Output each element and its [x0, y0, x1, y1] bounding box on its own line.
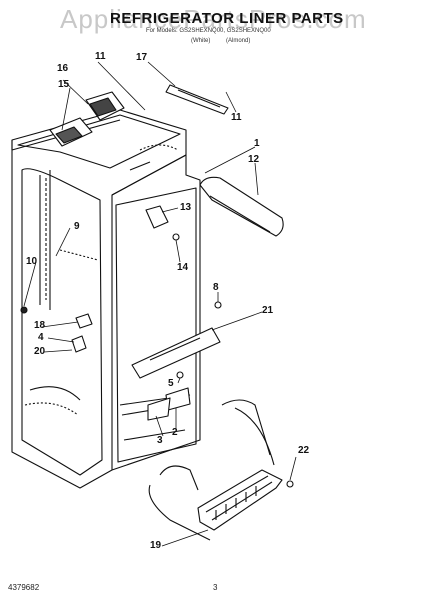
watermark: AppliancePartsPros.com	[60, 4, 367, 34]
top-rail	[165, 84, 229, 115]
callout-21: 21	[262, 305, 274, 316]
screw-8	[214, 301, 222, 309]
crisper-cover	[199, 176, 284, 237]
shelf-bracket	[145, 205, 169, 229]
callout-22: 22	[298, 445, 310, 456]
callout-11-right: 11	[231, 112, 242, 123]
callout-16: 16	[57, 63, 69, 74]
liner-cabinet	[11, 109, 187, 489]
liner-front-edge	[115, 187, 197, 463]
clip	[176, 371, 184, 379]
callout-18: 18	[34, 320, 46, 331]
callout-13: 13	[180, 202, 192, 213]
callout-20: 20	[34, 346, 46, 357]
variant-white: (White)	[191, 38, 211, 44]
screw-10	[20, 306, 28, 314]
page-number: 3	[213, 583, 218, 592]
callout-5: 5	[168, 378, 174, 389]
callout-12: 12	[248, 154, 260, 165]
screw-22	[286, 480, 294, 488]
callout-4: 4	[38, 332, 44, 343]
diagram-title: REFRIGERATOR LINER PARTS	[110, 10, 344, 27]
model-subtitle: For Models: GS2SHEXNQ00, GS2SHEXNQ00	[146, 28, 271, 34]
variant-almond: (Almond)	[226, 38, 251, 44]
callout-1: 1	[254, 138, 260, 149]
drawer-rail	[159, 399, 271, 491]
air-deflector	[131, 327, 221, 379]
drawer-pan	[197, 469, 283, 531]
callout-2: 2	[172, 427, 178, 438]
color-variants: (White) (Almond)	[191, 38, 264, 44]
screw-14	[172, 233, 180, 241]
bracket-18	[75, 313, 93, 329]
callout-3: 3	[157, 435, 163, 446]
bottom-bracket	[147, 397, 171, 421]
document-number: 4379682	[8, 583, 40, 592]
callout-8: 8	[213, 282, 219, 293]
liner-right-panel	[111, 154, 201, 471]
callout-14: 14	[177, 262, 189, 273]
callout-17: 17	[136, 52, 148, 63]
callout-10: 10	[26, 256, 38, 267]
callout-9: 9	[74, 221, 80, 232]
callout-15: 15	[58, 79, 70, 90]
liner-top-face	[17, 114, 181, 169]
callout-11-top: 11	[95, 51, 106, 62]
bracket-20	[71, 335, 87, 353]
callout-19: 19	[150, 540, 162, 551]
